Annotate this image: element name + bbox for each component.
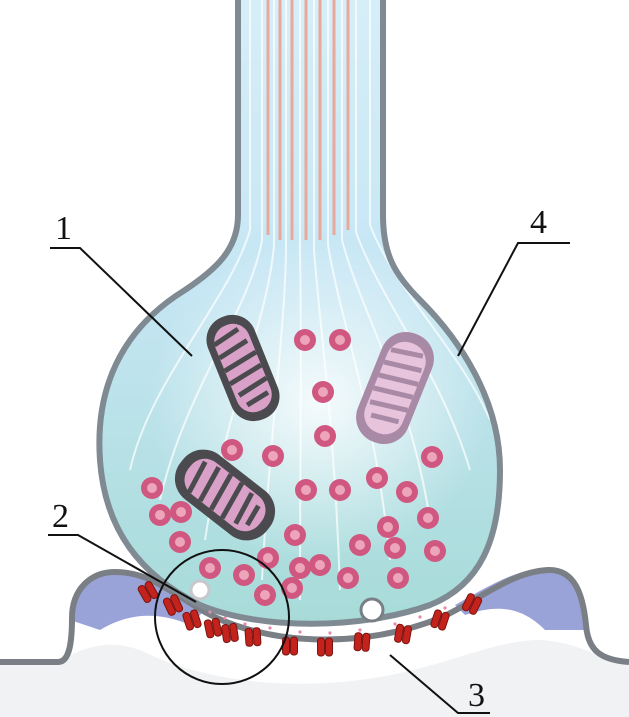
synaptic-vesicle-icon [221, 439, 243, 461]
synaptic-vesicle-icon [387, 567, 409, 589]
synaptic-vesicle-icon [349, 534, 371, 556]
leader-line-3 [389, 654, 490, 714]
synaptic-vesicle-icon [257, 547, 279, 569]
receptor-icon [182, 609, 202, 631]
receptor-icon [244, 627, 262, 647]
synaptic-vesicle-icon [312, 381, 334, 403]
synaptic-vesicle-icon [295, 479, 317, 501]
leader-line-1 [50, 247, 193, 357]
fusing-vesicle [189, 579, 385, 623]
label-3: 3 [468, 677, 485, 714]
synaptic-vesicle-icon [396, 481, 418, 503]
synaptic-vesicle-icon [149, 504, 171, 526]
receptor-icon [394, 623, 412, 645]
synaptic-vesicle-icon [329, 329, 351, 351]
receptor-icon [461, 593, 483, 615]
synaptic-vesicle-icon [329, 479, 351, 501]
synaptic-vesicle-icon [294, 329, 316, 351]
synaptic-vesicle-icon [284, 524, 306, 546]
synaptic-vesicle-icon [421, 446, 443, 468]
synaptic-vesicle-icon [417, 507, 439, 529]
mitochondrion-icon [206, 314, 280, 422]
synaptic-vesicle-icon [337, 567, 359, 589]
leader-line-4 [457, 242, 570, 357]
postsynaptic-fill-right [455, 568, 585, 630]
synaptic-vesicle-icon [233, 564, 255, 586]
synaptic-vesicle-icon [169, 531, 191, 553]
synaptic-vesicle-icon [281, 577, 303, 599]
presynaptic-membrane [96, 0, 503, 627]
synaptic-cleft [208, 606, 447, 635]
label-4: 4 [530, 204, 547, 241]
synaptic-vesicle-icon [424, 540, 446, 562]
receptor-icon [203, 617, 223, 639]
synaptic-vesicle-icon [141, 477, 163, 499]
synaptic-vesicle-icon [254, 584, 276, 606]
receptor-icon [317, 637, 333, 657]
receptors [137, 581, 483, 657]
microtubules [266, 0, 350, 240]
synaptic-vesicles [141, 329, 446, 606]
mitochondrion-icon [356, 331, 434, 445]
synaptic-vesicle-icon [366, 467, 388, 489]
synaptic-vesicle-icon [170, 501, 192, 523]
receptor-icon [430, 609, 450, 631]
highlight-circle [154, 549, 290, 685]
receptor-icon [221, 622, 239, 644]
label-1: 1 [55, 210, 72, 247]
postsynaptic-shadow [0, 640, 629, 717]
synaptic-vesicle-icon [314, 425, 336, 447]
synaptic-vesicle-icon [289, 557, 311, 579]
synaptic-vesicle-icon [384, 537, 406, 559]
label-2: 2 [52, 498, 69, 535]
mitochondrion-icon [174, 449, 276, 541]
synaptic-vesicle-icon [262, 445, 284, 467]
synaptic-vesicle-icon [377, 516, 399, 538]
receptor-icon [162, 594, 184, 616]
leader-lines [48, 242, 570, 714]
leader-line-2 [48, 534, 197, 603]
receptor-icon [353, 632, 371, 652]
synaptic-vesicle-icon [199, 557, 221, 579]
synaptic-vesicle-icon [309, 554, 331, 576]
receptor-icon [137, 581, 159, 603]
